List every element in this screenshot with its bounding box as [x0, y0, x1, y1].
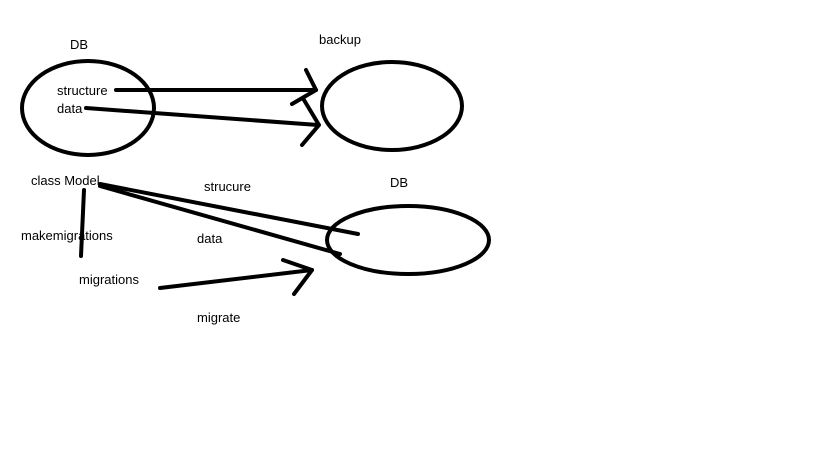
- migrate-arrow: [158, 268, 314, 290]
- db-top-label: DB: [70, 37, 89, 52]
- migrate-arrowhead: [281, 258, 314, 296]
- migrate-label: migrate: [197, 310, 241, 325]
- structure-arrowhead: [290, 68, 318, 106]
- class-model-label: class Model: [31, 173, 100, 188]
- data-bottom-label: data: [197, 231, 223, 246]
- strucure-label: strucure: [204, 179, 251, 194]
- structure-label: structure: [57, 83, 108, 98]
- data-arrow: [84, 106, 320, 127]
- migrations-label: migrations: [79, 272, 139, 287]
- data-arrowhead: [300, 98, 321, 147]
- makemigrations-label: makemigrations: [21, 228, 113, 243]
- backup-label: backup: [319, 32, 361, 47]
- db-bottom-label: DB: [390, 175, 409, 190]
- db-top-ellipse: [20, 59, 156, 157]
- data-top-label: data: [57, 101, 83, 116]
- backup-ellipse: [320, 60, 464, 152]
- data-line: [98, 184, 342, 256]
- db-bottom-ellipse: [325, 204, 491, 276]
- structure-line: [98, 182, 360, 236]
- makemigrations-line: [79, 188, 86, 258]
